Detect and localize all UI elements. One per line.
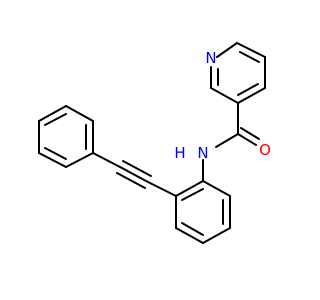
carbonyl-oxygen-label: O bbox=[259, 141, 271, 159]
bond bbox=[216, 42, 238, 58]
pyridine-nitrogen-label: N bbox=[205, 49, 216, 67]
atom-labels: N N H O bbox=[174, 49, 271, 162]
bond bbox=[202, 180, 231, 197]
bond bbox=[65, 152, 94, 168]
amide-nitrogen-label: N bbox=[197, 144, 208, 162]
bond bbox=[237, 87, 266, 104]
molecule-structure-diagram: N N H O bbox=[38, 42, 271, 244]
bond bbox=[147, 181, 177, 197]
bond bbox=[38, 152, 67, 168]
bond bbox=[239, 51, 260, 63]
bond bbox=[116, 172, 146, 189]
bond bbox=[65, 105, 94, 122]
bond bbox=[236, 42, 266, 58]
bond bbox=[175, 227, 204, 244]
amide-hydrogen-label: H bbox=[174, 144, 185, 162]
bond bbox=[44, 147, 67, 160]
bond bbox=[92, 152, 121, 168]
bond bbox=[122, 160, 152, 177]
bond-lines bbox=[38, 42, 266, 244]
bond bbox=[237, 133, 257, 146]
bond bbox=[38, 105, 67, 122]
bond bbox=[240, 127, 260, 140]
bond bbox=[215, 133, 239, 148]
bond bbox=[181, 188, 204, 201]
bond bbox=[44, 113, 67, 126]
bond bbox=[119, 166, 149, 183]
bond bbox=[210, 87, 239, 104]
bond bbox=[237, 83, 259, 96]
bond bbox=[202, 227, 231, 244]
bond bbox=[175, 180, 204, 197]
bond bbox=[181, 222, 204, 236]
